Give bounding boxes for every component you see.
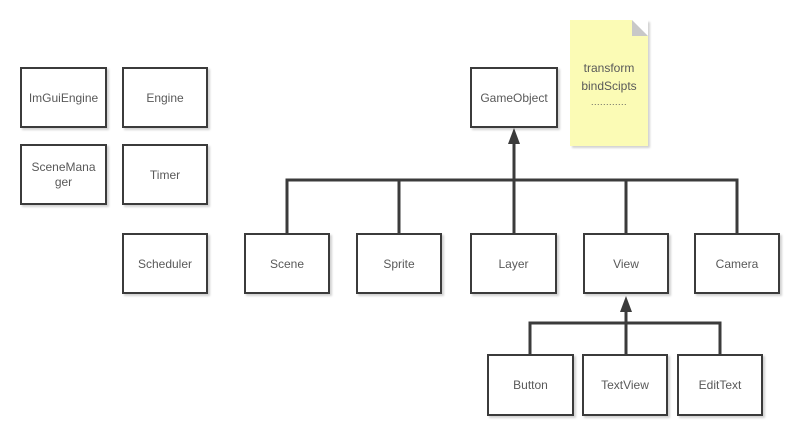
node-label: GameObject: [480, 90, 548, 105]
node-label: Timer: [149, 167, 181, 182]
note-line-2: bindScipts: [581, 79, 637, 93]
node-edittext[interactable]: EditText: [677, 354, 763, 416]
node-layer[interactable]: Layer: [470, 233, 557, 294]
node-label: SceneManager: [31, 159, 96, 189]
node-label: Button: [513, 378, 548, 392]
folded-corner-icon: [632, 20, 648, 36]
note-line-1: transform: [583, 61, 635, 75]
node-scheduler[interactable]: Scheduler: [122, 233, 208, 294]
arrowhead-gameobject[interactable]: [508, 128, 520, 144]
edge-group-gameobject-children[interactable]: [285, 128, 739, 233]
node-label: Layer: [498, 256, 529, 271]
node-textview[interactable]: TextView: [582, 354, 668, 416]
edge-group-view-children[interactable]: [528, 296, 722, 354]
node-label: Camera: [715, 256, 759, 271]
sticky-note[interactable]: transform bindScipts ............: [570, 20, 648, 146]
node-scenemanager[interactable]: SceneManager: [20, 144, 107, 205]
node-view[interactable]: View: [583, 233, 669, 294]
node-label: View: [613, 256, 639, 271]
node-label: Engine: [146, 90, 184, 105]
node-label: ImGuiEngine: [28, 90, 99, 105]
node-scene[interactable]: Scene: [244, 233, 330, 294]
node-gameobject[interactable]: GameObject: [470, 67, 558, 128]
node-label: Sprite: [383, 256, 415, 271]
node-imguiengine[interactable]: ImGuiEngine: [20, 67, 107, 128]
edge-frame-upper[interactable]: [285, 178, 739, 233]
arrowhead-view[interactable]: [620, 296, 632, 312]
node-button[interactable]: Button: [487, 354, 574, 416]
node-timer[interactable]: Timer: [122, 144, 208, 205]
node-label: Scheduler: [137, 256, 193, 271]
node-label: EditText: [698, 378, 742, 392]
node-label: TextView: [601, 378, 649, 392]
node-label: Scene: [269, 256, 305, 271]
node-engine[interactable]: Engine: [122, 67, 208, 128]
note-ellipsis: ............: [590, 97, 627, 107]
node-camera[interactable]: Camera: [694, 233, 780, 294]
node-sprite[interactable]: Sprite: [356, 233, 442, 294]
